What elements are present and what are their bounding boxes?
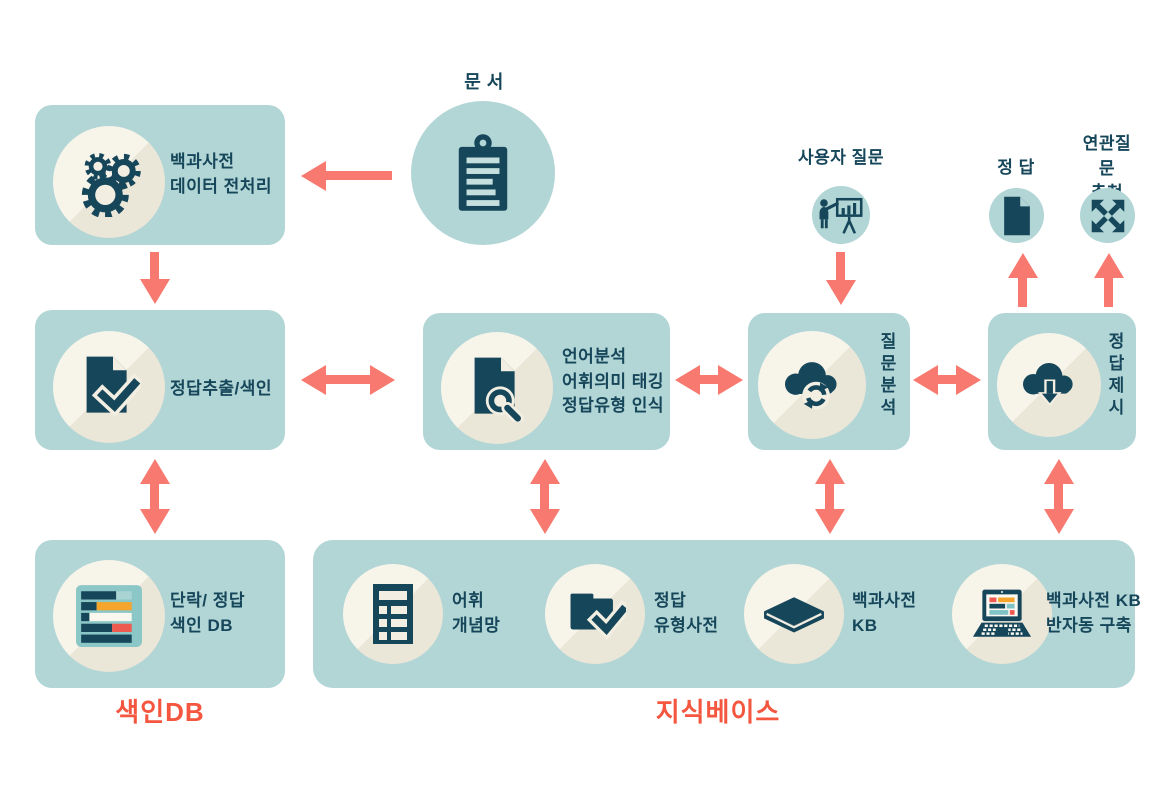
- presenter-icon: [819, 197, 863, 234]
- document-node: [411, 101, 555, 245]
- question-analysis-label: 질문분석: [877, 332, 896, 420]
- arrow-presentation-to-answer: [1007, 253, 1038, 307]
- cloud-download-icon: [1023, 362, 1073, 407]
- document-search-icon: [474, 357, 524, 422]
- kb-semiauto-circle: [952, 564, 1052, 664]
- gears-icon: [81, 152, 141, 217]
- preprocess-label: 백과사전 데이터 전처리: [170, 152, 273, 196]
- folder-check-icon: [570, 593, 626, 640]
- arrow-analysis-presentation: [913, 364, 981, 395]
- arrow-document-to-preprocess: [301, 160, 392, 191]
- related-question-node: [1080, 188, 1135, 243]
- expand-arrows-icon: [1091, 199, 1124, 232]
- laptop-icon: [972, 589, 1032, 637]
- arrow-preprocess-to-extract: [139, 252, 170, 304]
- extract-circle: [53, 331, 165, 443]
- arrow-presentation-to-related: [1093, 253, 1124, 307]
- colored-bars-icon: [76, 585, 142, 647]
- index-db-caption: 색인DB: [115, 697, 205, 727]
- linguistic-circle: [441, 332, 553, 444]
- question-analysis-circle: [758, 331, 866, 439]
- knowledge-base-caption: 지식베이스: [655, 697, 781, 727]
- linguistic-label: 언어분석 어휘의미 태깅 정답유형 인식: [562, 347, 665, 415]
- arrow-presentation-kb: [1043, 459, 1074, 534]
- kb-encyclopedia-label: 백과사전 KB: [852, 591, 917, 635]
- arrow-analysis-kb: [814, 459, 845, 534]
- arrow-extract-linguistic: [301, 364, 395, 395]
- user-question-label: 사용자 질문: [798, 148, 884, 167]
- kb-encyclopedia-circle: [744, 564, 844, 664]
- answer-presentation-label: 정답제시: [1105, 332, 1124, 420]
- page-icon: [1003, 196, 1030, 235]
- kb-answer-type-circle: [545, 564, 645, 664]
- index-db-circle: [53, 560, 165, 672]
- cloud-sync-icon: [785, 362, 837, 410]
- document-check-icon: [86, 356, 141, 418]
- list-grid-icon: [373, 584, 413, 644]
- index-db-label: 단락/ 정답 색인 DB: [170, 591, 246, 635]
- kb-semiauto-label: 백과사전 KB 반자동 구축: [1046, 591, 1142, 635]
- arrow-extract-indexdb: [139, 459, 170, 534]
- book-icon: [764, 597, 824, 633]
- arrow-user-question-to-analysis: [825, 252, 856, 305]
- answer-presentation-circle: [997, 333, 1101, 437]
- user-question-node: [812, 186, 870, 244]
- clipboard-icon: [458, 134, 508, 211]
- extract-label: 정답추출/색인: [170, 379, 273, 398]
- kb-lexicon-label: 어휘 개념망: [452, 591, 501, 635]
- arrow-linguistic-analysis: [675, 364, 743, 395]
- arrow-linguistic-kb: [529, 459, 560, 534]
- answer-node: [989, 188, 1044, 243]
- kb-lexicon-circle: [343, 564, 443, 664]
- document-label: 문 서: [464, 72, 504, 92]
- preprocess-circle: [53, 126, 165, 238]
- kb-answer-type-label: 정답 유형사전: [654, 591, 719, 635]
- answer-label: 정 답: [997, 158, 1035, 177]
